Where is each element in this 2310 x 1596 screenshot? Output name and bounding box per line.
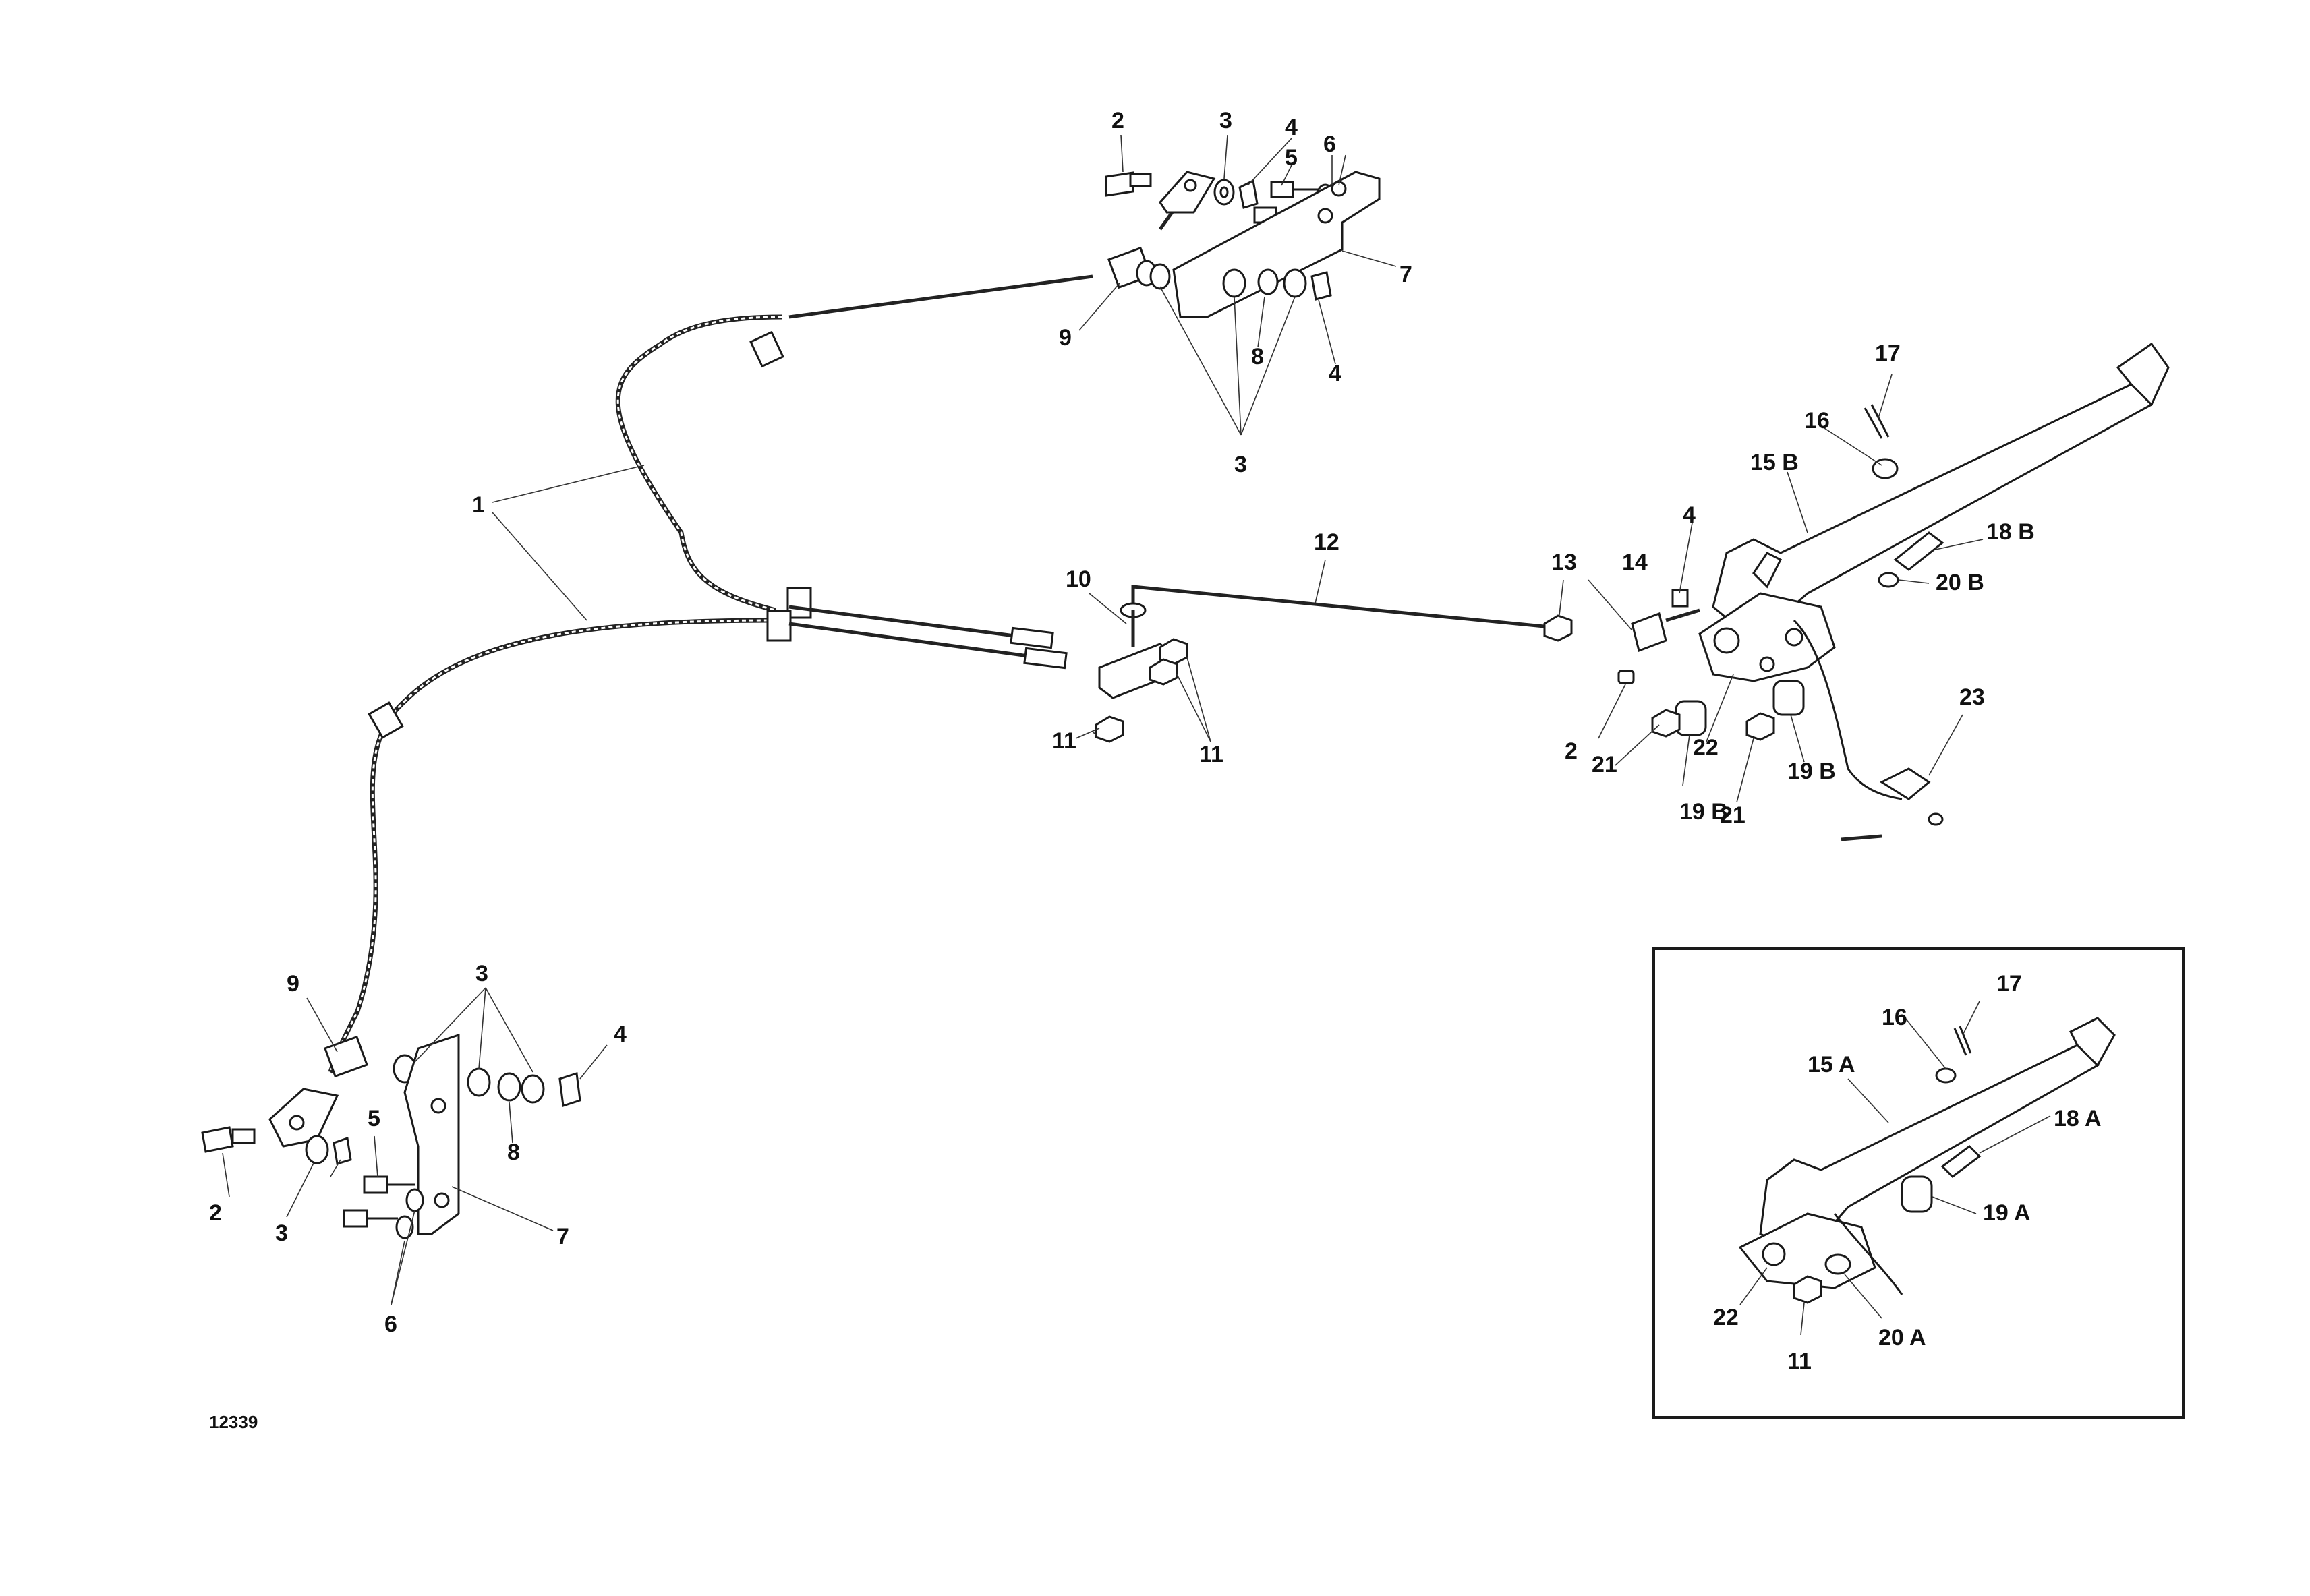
callout-19B-left: 19 B bbox=[1679, 799, 1728, 825]
upper-bracket-assembly bbox=[1078, 134, 1397, 436]
callout-5-top: 5 bbox=[1285, 145, 1298, 171]
callout-13: 13 bbox=[1551, 550, 1577, 575]
callout-6-lower: 6 bbox=[384, 1311, 397, 1337]
lever-bracket bbox=[1698, 592, 1836, 682]
callout-18B: 18 B bbox=[1986, 519, 2035, 545]
threaded-end-upper bbox=[1010, 626, 1054, 649]
clevis-pin-icon bbox=[1105, 171, 1134, 197]
callout-3-top-lower: 3 bbox=[1234, 452, 1247, 477]
cable-clip-mid-lower bbox=[766, 610, 792, 642]
callout-2-lever: 2 bbox=[1565, 738, 1578, 764]
lower-bracket-plate bbox=[403, 1033, 460, 1235]
callout-11-left: 11 bbox=[1052, 728, 1076, 754]
callout-11-right: 11 bbox=[1199, 742, 1223, 767]
callout-22: 22 bbox=[1693, 735, 1719, 761]
callout-15A: 15 A bbox=[1808, 1052, 1855, 1077]
adjuster-rod bbox=[1131, 585, 1552, 629]
callout-2-lower: 2 bbox=[209, 1200, 222, 1226]
callout-18A: 18 A bbox=[2054, 1106, 2102, 1131]
callout-20B: 20 B bbox=[1936, 570, 1984, 595]
upper-cable bbox=[615, 314, 783, 613]
lever-clevis bbox=[1631, 612, 1667, 652]
lower-cable bbox=[328, 618, 776, 1073]
callout-7-top: 7 bbox=[1399, 262, 1412, 287]
callout-12: 12 bbox=[1314, 529, 1339, 555]
clevis-icon bbox=[1159, 171, 1216, 214]
cable-clip-mid-upper bbox=[786, 587, 812, 619]
cable-clip-lower bbox=[368, 701, 404, 739]
washer-icon bbox=[1213, 179, 1235, 206]
cable-clip-upper bbox=[749, 330, 784, 368]
callout-4-top-lower: 4 bbox=[1329, 361, 1341, 386]
callout-21-left: 21 bbox=[1592, 752, 1617, 777]
callout-9-top: 9 bbox=[1059, 325, 1072, 351]
callout-1: 1 bbox=[472, 492, 485, 518]
adjuster-assembly bbox=[1075, 559, 1573, 743]
callout-10: 10 bbox=[1066, 566, 1091, 592]
callout-16-inset: 16 bbox=[1882, 1005, 1907, 1030]
callout-14: 14 bbox=[1622, 550, 1648, 575]
callout-17-inset: 17 bbox=[1996, 971, 2022, 997]
locknut-icon bbox=[1543, 614, 1573, 642]
callout-6-top: 6 bbox=[1323, 131, 1336, 157]
figure-number: 12339 bbox=[209, 1412, 258, 1432]
callout-3-lower-washer: 3 bbox=[275, 1220, 288, 1246]
handbrake-lever-assembly bbox=[1588, 342, 2170, 841]
callout-17: 17 bbox=[1875, 341, 1901, 366]
callout-16: 16 bbox=[1804, 408, 1830, 434]
callout-21-right: 21 bbox=[1720, 802, 1745, 828]
callout-15B: 15 B bbox=[1750, 450, 1799, 475]
callout-3-top: 3 bbox=[1219, 108, 1232, 134]
callout-8-top: 8 bbox=[1251, 344, 1264, 370]
bush-icon bbox=[1675, 700, 1707, 736]
spring-clip-icon bbox=[1238, 179, 1259, 209]
callout-4-top: 4 bbox=[1285, 115, 1298, 140]
callout-labels: 2 3 4 5 6 7 9 8 4 3 1 10 12 13 11 11 17 … bbox=[209, 108, 2102, 1432]
callout-7-lower: 7 bbox=[556, 1224, 569, 1249]
callout-2-top: 2 bbox=[1111, 108, 1124, 134]
callout-11-inset: 11 bbox=[1787, 1349, 1812, 1374]
callout-20A: 20 A bbox=[1878, 1325, 1926, 1351]
cable-assembly bbox=[328, 181, 1196, 1074]
lower-abutment bbox=[324, 1035, 368, 1078]
callout-8-lower: 8 bbox=[507, 1140, 520, 1165]
callout-19B-right: 19 B bbox=[1787, 759, 1836, 784]
callout-5-lower: 5 bbox=[368, 1106, 380, 1131]
inset-alternative-lever bbox=[1652, 947, 2185, 1419]
lever-grip bbox=[2116, 342, 2170, 407]
callout-3-lower: 3 bbox=[475, 961, 488, 986]
callout-19A: 19 A bbox=[1983, 1200, 2031, 1226]
callout-9-lower: 9 bbox=[287, 971, 299, 997]
callout-4-lower: 4 bbox=[614, 1022, 627, 1047]
callout-22-inset: 22 bbox=[1713, 1305, 1739, 1330]
callout-4-lever: 4 bbox=[1683, 502, 1696, 528]
lower-bracket-assembly bbox=[201, 987, 608, 1305]
threaded-end-lower bbox=[1023, 647, 1068, 670]
callout-23: 23 bbox=[1959, 684, 1985, 710]
lower-clevis bbox=[268, 1088, 339, 1148]
lever-bolt bbox=[1893, 531, 1944, 571]
